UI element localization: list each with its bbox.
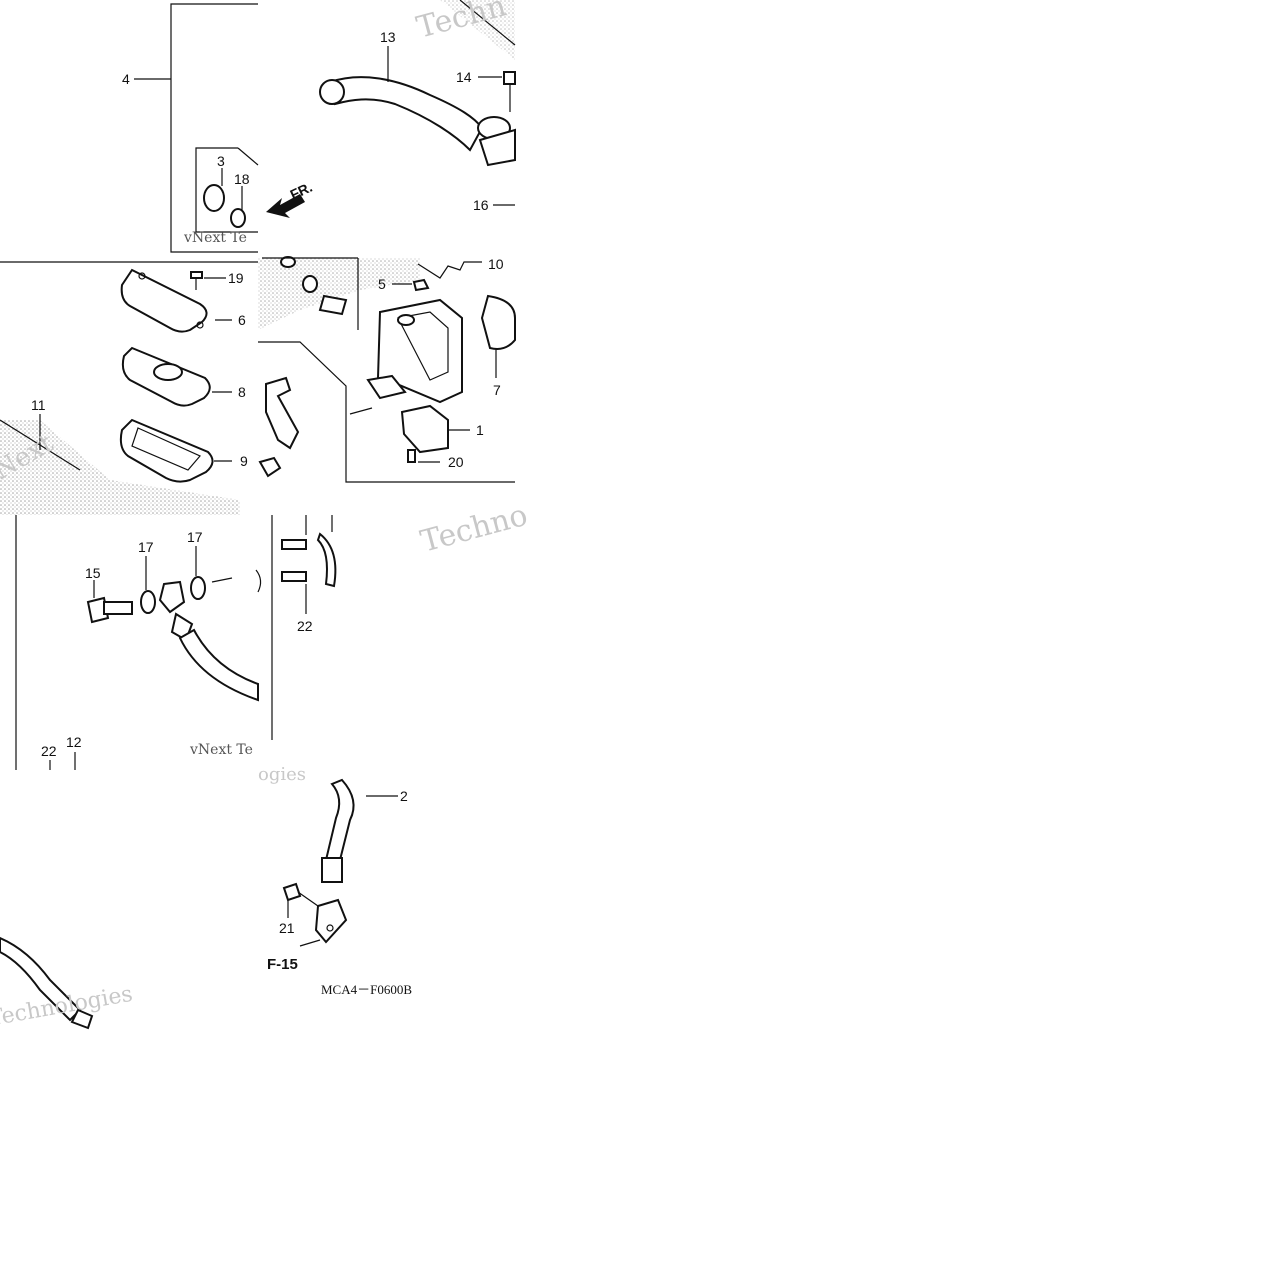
callout-9: 9 xyxy=(240,453,248,469)
callout-17a: 17 xyxy=(138,539,154,555)
watermark-ogies-mid: ogies xyxy=(258,764,306,785)
callout-21: 21 xyxy=(279,920,295,936)
callout-15: 15 xyxy=(85,565,101,581)
watermark-vnext-top: vNext Te xyxy=(183,230,247,246)
callout-4: 4 xyxy=(122,71,130,87)
watermark-vnext-bottom: vNext Te xyxy=(189,742,253,758)
hose-bolt xyxy=(282,882,302,902)
callout-5: 5 xyxy=(378,276,386,292)
callout-3: 3 xyxy=(217,153,225,169)
callout-12: 12 xyxy=(66,734,82,750)
tile-reservoir xyxy=(0,256,516,515)
holder-bolt xyxy=(281,539,307,550)
reservoir-cap xyxy=(120,268,208,333)
callout-22b: 22 xyxy=(41,743,57,759)
tile-lower-hose xyxy=(0,778,398,1030)
callout-22a: 22 xyxy=(297,618,313,634)
holder-bolt-2 xyxy=(281,571,307,582)
pivot-bolt xyxy=(503,71,516,85)
callout-7: 7 xyxy=(493,382,501,398)
watermark-technologies-left: Technologies xyxy=(0,982,135,1032)
sealing-washer xyxy=(140,590,156,614)
sealing-washer-2 xyxy=(190,576,206,600)
direction-label: FR. xyxy=(288,179,315,203)
lower-brake-hose xyxy=(324,778,355,861)
tile-lever xyxy=(134,0,516,253)
lever-knob xyxy=(319,79,345,105)
drawing-code: MCA4－F0600B xyxy=(321,982,412,997)
callout-20: 20 xyxy=(448,454,464,470)
watermarks: Techn Techno vNext Te vNext Te Next Tech… xyxy=(0,0,531,1032)
callout-13: 13 xyxy=(380,29,396,45)
callout-11: 11 xyxy=(31,397,46,413)
front-arrow-icon xyxy=(266,194,305,218)
brake-lever xyxy=(328,76,484,152)
brake-light-switch xyxy=(400,404,449,454)
diaphragm xyxy=(119,418,214,483)
master-cylinder-holder xyxy=(480,294,516,350)
callout-19: 19 xyxy=(228,270,244,286)
boot xyxy=(203,184,225,212)
tile-hose-bolt xyxy=(15,515,337,770)
page-code: F-15 xyxy=(267,956,298,973)
callout-1: 1 xyxy=(476,422,484,438)
callout-16: 16 xyxy=(473,197,489,213)
brake-hose xyxy=(178,628,259,702)
hose-joint xyxy=(314,898,348,944)
callout-2: 2 xyxy=(400,788,408,804)
callout-14: 14 xyxy=(456,69,472,85)
cap-screw xyxy=(190,271,203,279)
circlip xyxy=(230,208,246,228)
callout-8: 8 xyxy=(238,384,246,400)
watermark-techno-mid: Techno xyxy=(417,498,531,560)
spring xyxy=(417,261,482,279)
callout-6: 6 xyxy=(238,312,246,328)
callout-labels: 13 14 4 3 18 16 10 19 5 6 8 7 11 1 9 20 … xyxy=(31,29,504,936)
callout-17b: 17 xyxy=(187,529,203,545)
callout-18: 18 xyxy=(234,171,250,187)
callout-10: 10 xyxy=(488,256,504,272)
hose-clamp xyxy=(316,532,337,588)
